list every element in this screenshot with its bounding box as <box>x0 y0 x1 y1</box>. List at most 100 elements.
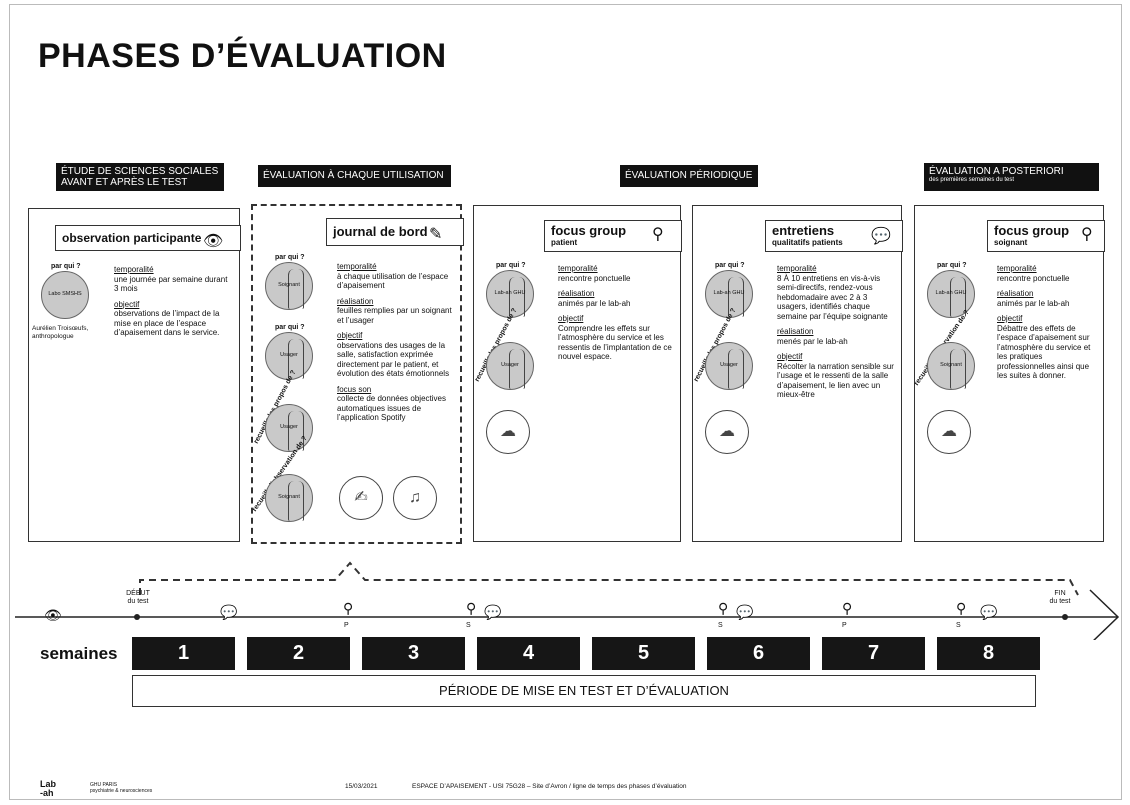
timeline-arrow <box>15 589 1120 640</box>
realisation-heading: réalisation <box>777 327 814 336</box>
temporalite-text: 8 À 10 entretiens en vis-à-vis semi-dire… <box>777 273 888 321</box>
week-2: 2 <box>247 637 350 670</box>
objectif-text: Récolter la narration sensible sur l’usa… <box>777 361 894 400</box>
focus-soignant-text: temporalité rencontre ponctuelle réalisa… <box>997 264 1101 381</box>
marker-patient: P <box>842 622 847 629</box>
weeks-label: semaines <box>40 644 118 663</box>
observation-text: temporalité une journée par semaine dura… <box>114 265 232 338</box>
focus-patient-text: temporalité rencontre ponctuelle réalisa… <box>558 264 676 362</box>
journal-panel: journal de bord ✎ par qui ? Soignant par… <box>251 204 464 544</box>
objectif-text: Débattre des effets de l’espace d’apaise… <box>997 323 1091 381</box>
magnifier-icon: ⚲ <box>1081 226 1093 243</box>
question-par-qui: par qui ? <box>275 254 305 261</box>
circle-label: Usager <box>280 424 298 430</box>
temporalite-heading: temporalité <box>114 265 154 274</box>
question-par-qui: par qui ? <box>496 262 526 269</box>
page-title: PHASES D’ÉVALUATION <box>38 37 447 75</box>
journal-text: temporalité à chaque utilisation de l’es… <box>337 262 457 423</box>
focus-patient-panel: focus group patient ⚲ par qui ? Lab-ah G… <box>473 205 682 542</box>
journal-bracket <box>139 561 1079 596</box>
objectif-heading: objectif <box>337 331 363 340</box>
observer-circle-label: Labo SMSHS <box>48 291 82 297</box>
debut-label: DÉBUT du test <box>118 590 158 606</box>
week-3: 3 <box>362 637 465 670</box>
circle-label: Lab-ah GHU <box>494 290 526 296</box>
footer-text: ESPACE D’APAISEMENT - USI 75G28 – Site d… <box>412 783 687 790</box>
temporalite-text: rencontre ponctuelle <box>997 273 1070 283</box>
temporalite-text: rencontre ponctuelle <box>558 273 631 283</box>
objectif-heading: objectif <box>997 314 1023 323</box>
magnifier-icon: ⚲ <box>343 600 354 616</box>
person-figure <box>950 277 966 317</box>
person-figure <box>509 277 525 317</box>
person-figure <box>728 349 744 389</box>
focus-patient-sublabel: patient <box>551 238 578 247</box>
speech-bubble-icon: 💬 <box>484 604 502 620</box>
circle-label: Lab-ah GHU <box>935 290 967 296</box>
circle-label: Soignant <box>940 362 962 368</box>
person-figure <box>288 481 304 521</box>
phase-header-line: ÉVALUATION A POSTERIORI <box>929 166 1064 177</box>
eye-icon: 👁 <box>44 607 62 623</box>
objectif-text: observations des usages de la salle, sat… <box>337 340 450 379</box>
realisation-text: menés par le lab-ah <box>777 336 848 346</box>
focus-son-heading: focus son <box>337 384 372 394</box>
page-frame <box>9 4 1122 800</box>
interview-sketch-icon: ☁ <box>705 410 749 454</box>
entretiens-sublabel: qualitatifs patients <box>772 238 843 247</box>
fin-line: du test <box>1049 598 1071 605</box>
circle-label: Usager <box>720 362 738 368</box>
week-5: 5 <box>592 637 695 670</box>
week-1: 1 <box>132 637 235 670</box>
entretiens-label: entretiens <box>772 223 835 238</box>
objectif-heading: objectif <box>558 314 584 323</box>
week-4: 4 <box>477 637 580 670</box>
temporalite-heading: temporalité <box>777 264 817 273</box>
circle-label: Soignant <box>278 282 300 288</box>
journal-circle-1: Soignant <box>265 262 313 310</box>
circle-label: Usager <box>280 352 298 358</box>
circle-label: Soignant <box>278 494 300 500</box>
focus-soignant-circle-2: Soignant <box>927 342 975 390</box>
speech-bubble-icon: 💬 <box>736 604 754 620</box>
realisation-heading: réalisation <box>997 289 1034 298</box>
question-par-qui: par qui ? <box>275 324 305 331</box>
music-sketch-icon: ♫ <box>393 476 437 520</box>
magnifier-icon: ⚲ <box>718 600 729 616</box>
week-6: 6 <box>707 637 810 670</box>
magnifier-icon: ⚲ <box>652 226 664 243</box>
week-8: 8 <box>937 637 1040 670</box>
journal-circle-3: Usager <box>265 404 313 452</box>
phase-header-line: ÉVALUATION À CHAQUE UTILISATION <box>263 170 444 181</box>
journal-circle-2: Usager <box>265 332 313 380</box>
observer-name: Aurélien Troisœufs, anthropologue <box>32 325 89 340</box>
observation-label-box: observation participante <box>55 225 241 251</box>
temporalite-heading: temporalité <box>337 262 377 271</box>
entretiens-text: temporalité 8 À 10 entretiens en vis-à-v… <box>777 264 897 400</box>
entretiens-circle-1: Lab-ah GHU <box>705 270 753 318</box>
ghu-logo: GHU PARIS psychiatrie & neurosciences <box>90 782 152 794</box>
focus-soignant-label: focus group <box>994 223 1070 238</box>
objectif-text: observations de l’impact de la mise en p… <box>114 309 220 337</box>
logo-line: -ah <box>40 788 54 798</box>
person-figure <box>288 269 304 309</box>
phase-header-line: ÉTUDE DE SCIENCES SOCIALES <box>61 166 219 177</box>
focus-patient-circle-1: Lab-ah GHU <box>486 270 534 318</box>
person-figure <box>728 277 744 317</box>
marker-patient: P <box>344 622 349 629</box>
person-figure <box>950 349 966 389</box>
notebook-icon: ✎ <box>429 226 443 243</box>
realisation-text: animés par le lab-ah <box>997 298 1070 308</box>
marker-soignant: S <box>466 622 471 629</box>
realisation-heading: réalisation <box>558 289 595 298</box>
debut-line: DÉBUT <box>126 590 150 597</box>
focus-soignant-panel: focus group soignant ⚲ par qui ? Lab-ah … <box>913 205 1105 542</box>
observation-panel: observation participante 👁 par qui ? Lab… <box>28 208 241 542</box>
phase-header-subtitle: des premières semaines du test <box>929 177 1015 183</box>
journal-circle-4: Soignant <box>265 474 313 522</box>
phase-header-line: AVANT ET APRÈS LE TEST <box>61 177 188 188</box>
logo-line: psychiatrie & neurosciences <box>90 788 153 794</box>
focus-patient-circle-2: Usager <box>486 342 534 390</box>
eye-icon: 👁 <box>203 233 224 250</box>
phase-header-sciences-sociales: ÉTUDE DE SCIENCES SOCIALES AVANT ET APRÈ… <box>56 163 224 191</box>
